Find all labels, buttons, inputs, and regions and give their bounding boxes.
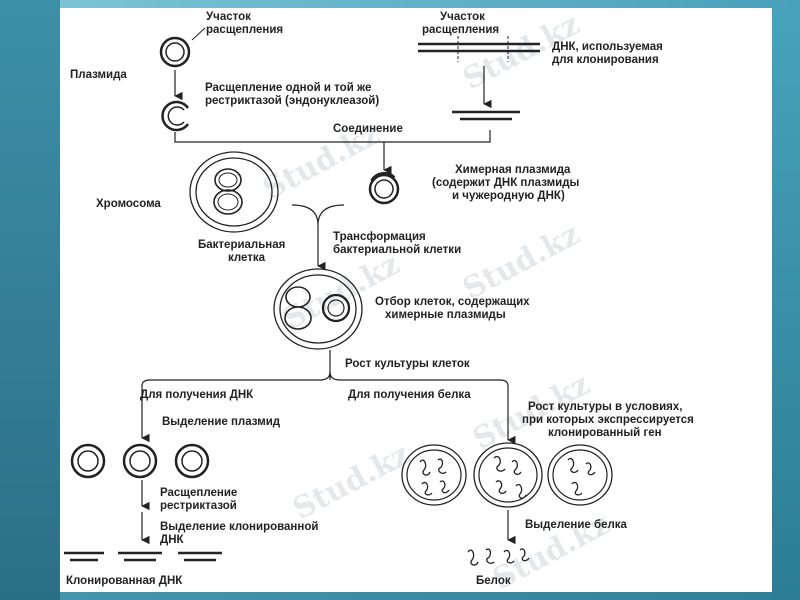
- cleave-restr-label: рестриктазой: [160, 500, 237, 512]
- transform-label: бактериальной клетки: [333, 244, 461, 256]
- chimeric-plasmid-icon: [368, 171, 400, 205]
- cleave-label: Расщепление одной и той же: [205, 82, 371, 94]
- slide-canvas: Stud.kz Stud.kz Stud.kz Stud.kz Stud.kz …: [60, 8, 772, 592]
- growth-label: Рост культуры клеток: [345, 358, 470, 370]
- transformed-cell-icon: [273, 268, 363, 350]
- site-label-right: расщепления: [422, 24, 499, 36]
- chromosome-label: Хромосома: [96, 198, 161, 210]
- grow-cond-label: при которых экспрессируется: [522, 414, 694, 426]
- dna-clone-label: ДНК, используемая: [552, 41, 663, 53]
- chimeric-label: Химерная плазмида: [455, 164, 571, 176]
- site-pointer: [191, 27, 206, 41]
- slide-frame-top: [60, 0, 800, 8]
- branch-connector: [141, 371, 509, 410]
- merge-brace: [291, 204, 345, 226]
- watermark-text: Stud.kz: [277, 247, 405, 337]
- dna-insert-icon: [452, 110, 520, 121]
- protein-icon: [467, 548, 530, 566]
- bacterial-cell-label: клетка: [228, 252, 266, 264]
- dna-clone-label: для клонирования: [552, 54, 659, 66]
- isolated-plasmids-icon: [70, 443, 210, 479]
- expressing-cells-icon: [401, 442, 613, 508]
- isolate-dna-label: ДНК: [160, 534, 184, 546]
- cloned-dna-label: Клонированная ДНК: [66, 575, 183, 587]
- site-label-right: Участок: [440, 11, 485, 23]
- bacterial-cell-icon: [189, 151, 279, 233]
- watermark-text: Stud.kz: [287, 437, 415, 527]
- cloned-dna-icon: [64, 551, 222, 562]
- plasmid-label: Плазмида: [70, 69, 127, 81]
- isolate-dna-label: Выделение клонированной: [160, 521, 318, 533]
- site-label-left: расщепления: [206, 24, 283, 36]
- cloning-diagram: Stud.kz Stud.kz Stud.kz Stud.kz Stud.kz …: [64, 8, 694, 592]
- chimeric-label: и чужеродную ДНК): [452, 190, 565, 202]
- grow-cond-label: клонированный ген: [548, 427, 662, 439]
- site-label-left: Участок: [206, 11, 251, 23]
- slide-frame-right: [772, 8, 800, 600]
- dna-fragment-icon: [418, 36, 540, 62]
- protein-label: Белок: [476, 575, 511, 587]
- for-protein-label: Для получения белка: [348, 389, 471, 401]
- watermark-text: Stud.kz: [457, 217, 585, 307]
- isolate-protein-label: Выделение белка: [525, 519, 628, 531]
- join-connector: [174, 130, 491, 143]
- bacterial-cell-label: Бактериальная: [198, 239, 285, 251]
- join-label: Соединение: [333, 123, 403, 135]
- cut-plasmid-icon: [161, 100, 190, 132]
- transform-label: Трансформация: [333, 231, 426, 243]
- select-label: химерные плазмиды: [385, 309, 506, 321]
- cleave-restr-label: Расщепление: [160, 487, 237, 499]
- select-label: Отбор клеток, содержащих: [375, 296, 530, 308]
- grow-cond-label: Рост культуры в условиях,: [528, 401, 682, 413]
- slide-frame-left: [0, 0, 60, 600]
- plasmid-icon: [159, 36, 191, 68]
- for-dna-label: Для получения ДНК: [140, 389, 254, 401]
- cleave-label: рестриктазой (эндонуклеазой): [205, 95, 379, 107]
- isolate-plasmid-label: Выделение плазмид: [162, 416, 281, 428]
- chimeric-label: (содержит ДНК плазмиды: [432, 177, 580, 189]
